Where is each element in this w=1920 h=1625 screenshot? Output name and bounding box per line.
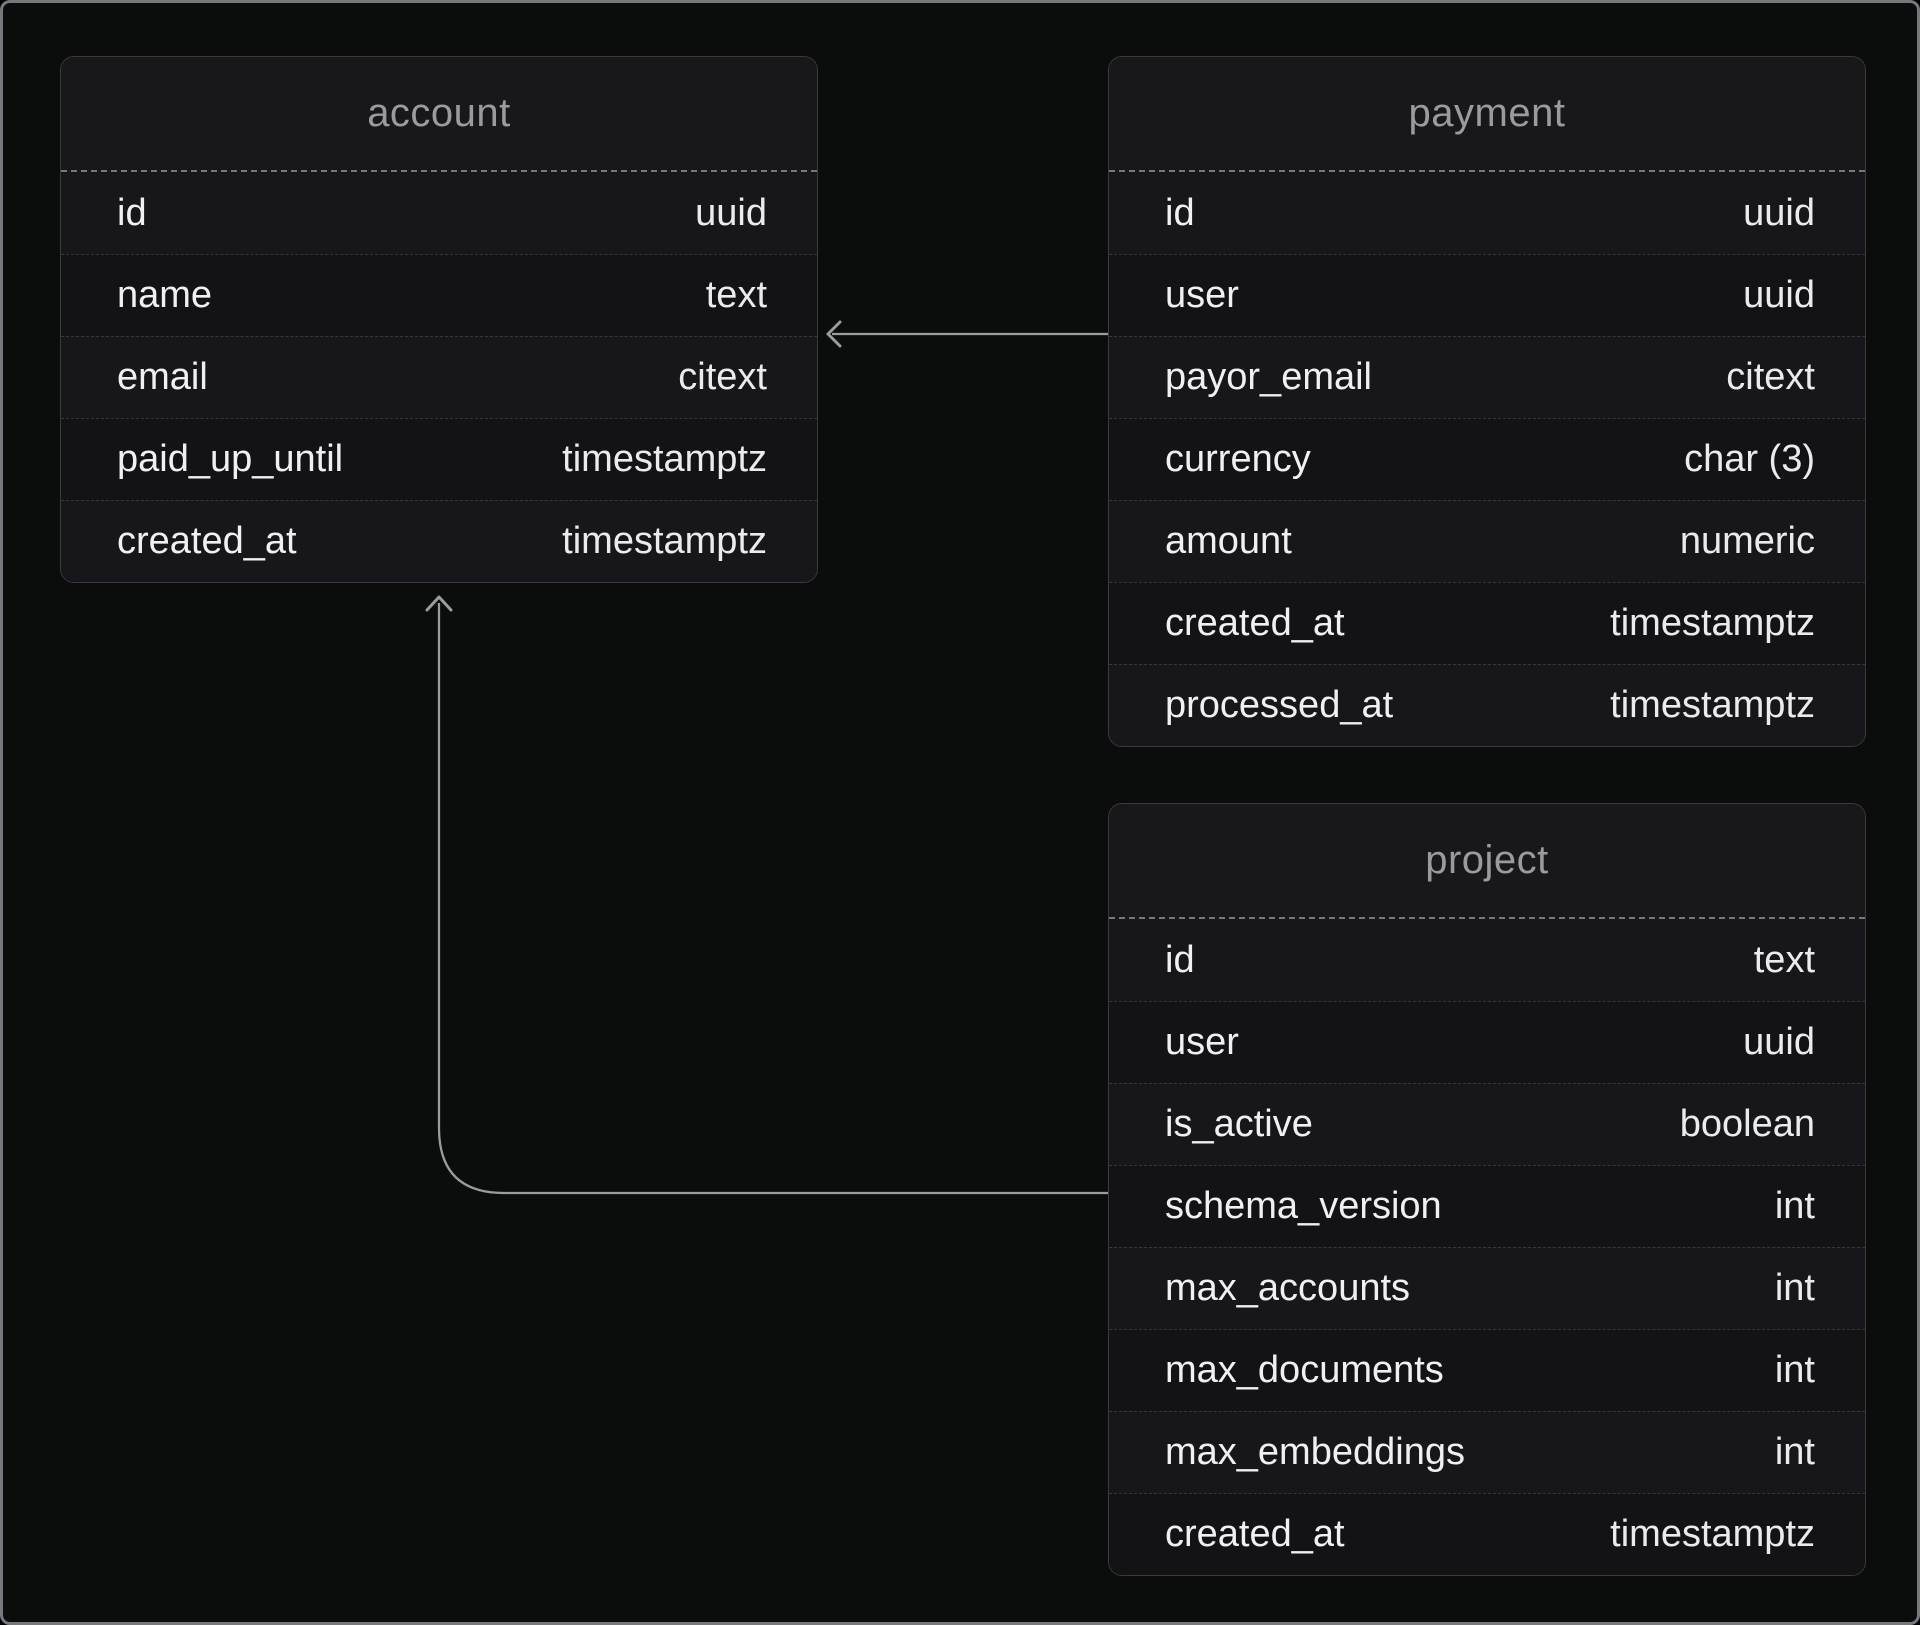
table-row[interactable]: created_at timestamptz xyxy=(1109,582,1865,664)
column-type: text xyxy=(705,274,767,316)
column-name: max_embeddings xyxy=(1165,1431,1465,1473)
column-type: text xyxy=(1753,938,1815,981)
column-type: timestamptz xyxy=(1610,1513,1815,1555)
column-name: amount xyxy=(1165,520,1292,562)
table-payment[interactable]: payment id uuid user uuid payor_email ci… xyxy=(1108,56,1866,747)
column-type: citext xyxy=(678,356,767,398)
table-row[interactable]: id uuid xyxy=(1109,172,1865,254)
column-name: created_at xyxy=(1165,1513,1345,1555)
table-row[interactable]: id uuid xyxy=(61,172,817,254)
column-name: created_at xyxy=(1165,602,1345,644)
column-name: paid_up_until xyxy=(117,438,344,480)
table-row[interactable]: is_active boolean xyxy=(1109,1083,1865,1165)
column-type: int xyxy=(1774,1431,1815,1473)
table-row[interactable]: amount numeric xyxy=(1109,500,1865,582)
table-row[interactable]: id text xyxy=(1109,919,1865,1001)
column-name: payor_email xyxy=(1165,356,1372,398)
column-type: timestamptz xyxy=(562,438,767,480)
column-name: schema_version xyxy=(1165,1185,1442,1227)
arrow-payment-to-account xyxy=(826,320,1108,348)
table-row[interactable]: name text xyxy=(61,254,817,336)
column-name: max_accounts xyxy=(1165,1267,1411,1309)
column-name: is_active xyxy=(1165,1103,1313,1145)
table-row[interactable]: max_documents int xyxy=(1109,1329,1865,1411)
column-name: email xyxy=(117,356,208,398)
column-type: timestamptz xyxy=(562,520,767,562)
table-header-project[interactable]: project xyxy=(1109,804,1865,919)
table-row[interactable]: currency char (3) xyxy=(1109,418,1865,500)
column-name: name xyxy=(117,274,213,316)
table-account[interactable]: account id uuid name text email citext p… xyxy=(60,56,818,583)
column-type: uuid xyxy=(1743,274,1815,316)
table-row[interactable]: paid_up_until timestamptz xyxy=(61,418,817,500)
table-row[interactable]: created_at timestamptz xyxy=(61,500,817,582)
table-row[interactable]: email citext xyxy=(61,336,817,418)
column-name: created_at xyxy=(117,520,297,562)
column-type: timestamptz xyxy=(1610,602,1815,644)
column-type: int xyxy=(1774,1267,1815,1309)
column-name: user xyxy=(1165,274,1239,316)
table-project[interactable]: project id text user uuid is_active bool… xyxy=(1108,803,1866,1576)
table-title: project xyxy=(1425,838,1549,882)
column-name: currency xyxy=(1165,438,1311,480)
column-type: citext xyxy=(1726,356,1815,398)
table-row[interactable]: payor_email citext xyxy=(1109,336,1865,418)
column-name: user xyxy=(1165,1021,1239,1063)
table-row[interactable]: max_accounts int xyxy=(1109,1247,1865,1329)
column-name: id xyxy=(1165,191,1195,234)
column-name: id xyxy=(1165,938,1195,981)
column-name: processed_at xyxy=(1165,684,1394,726)
column-type: int xyxy=(1774,1185,1815,1227)
column-type: uuid xyxy=(1743,191,1815,234)
column-type: boolean xyxy=(1679,1103,1815,1145)
table-header-account[interactable]: account xyxy=(61,57,817,172)
table-header-payment[interactable]: payment xyxy=(1109,57,1865,172)
table-row[interactable]: processed_at timestamptz xyxy=(1109,664,1865,746)
column-type: timestamptz xyxy=(1610,684,1815,726)
column-type: numeric xyxy=(1679,520,1815,562)
column-name: id xyxy=(117,191,147,234)
column-type: uuid xyxy=(695,191,767,234)
table-row[interactable]: user uuid xyxy=(1109,254,1865,336)
table-row[interactable]: max_embeddings int xyxy=(1109,1411,1865,1493)
table-row[interactable]: created_at timestamptz xyxy=(1109,1493,1865,1575)
column-type: char (3) xyxy=(1684,438,1815,480)
table-row[interactable]: user uuid xyxy=(1109,1001,1865,1083)
table-title: account xyxy=(367,91,511,135)
table-row[interactable]: schema_version int xyxy=(1109,1165,1865,1247)
column-name: max_documents xyxy=(1165,1349,1444,1391)
table-title: payment xyxy=(1408,91,1566,135)
column-type: int xyxy=(1774,1349,1815,1391)
arrow-project-to-account xyxy=(425,595,1108,1195)
column-type: uuid xyxy=(1743,1021,1815,1063)
